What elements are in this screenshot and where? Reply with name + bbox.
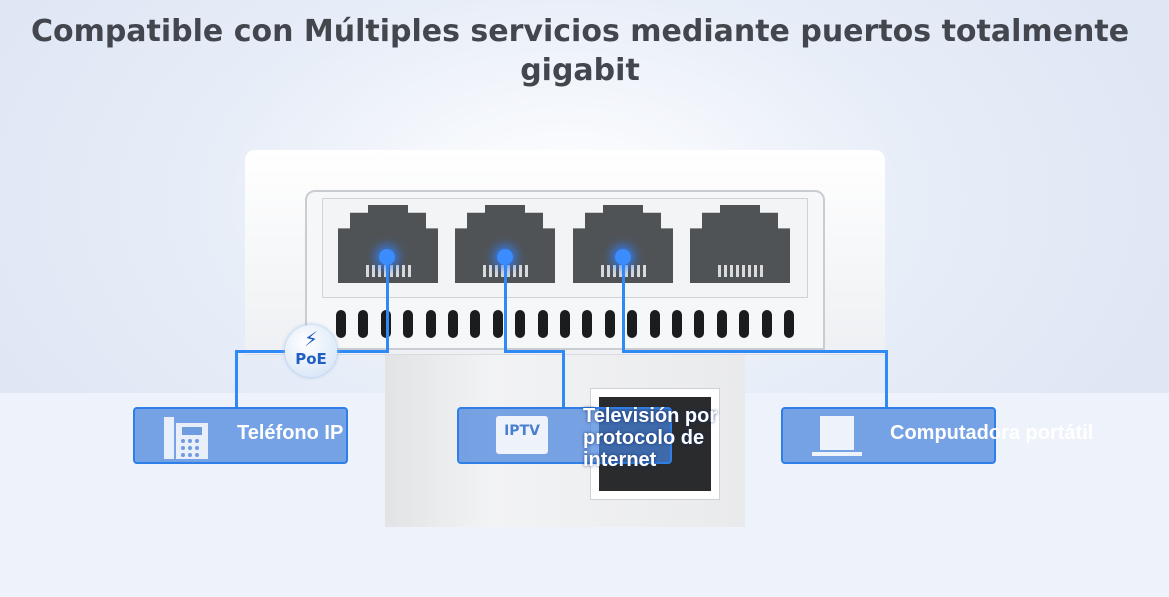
tv-icon: IPTV <box>496 416 548 454</box>
vent-slot <box>582 310 593 338</box>
poe-badge: ⚡ PoE <box>285 325 337 377</box>
service-label-iptv: Televisión por protocolo de internet <box>583 405 718 471</box>
line-laptop <box>885 350 888 408</box>
vent-slot <box>336 310 346 338</box>
vent-slot <box>448 310 458 338</box>
page-title: Compatible con Múltiples servicios media… <box>30 14 1130 88</box>
vent-slot <box>672 310 682 338</box>
port-indicator-2 <box>497 249 513 265</box>
vent-slot <box>380 310 391 338</box>
vent-slot <box>649 310 660 338</box>
line-port2-h <box>504 350 565 353</box>
port-indicator-3 <box>615 249 631 265</box>
ethernet-port-2 <box>455 205 555 283</box>
line-port3 <box>622 258 625 353</box>
vent-slot <box>403 310 414 338</box>
phone-icon <box>164 417 208 459</box>
lightning-icon: ⚡ <box>303 327 319 351</box>
port-indicator-1 <box>379 249 395 265</box>
line-port3-h <box>622 350 888 353</box>
vent-slot <box>492 310 503 338</box>
service-label-laptop: Computadora portátil <box>890 422 1094 444</box>
laptop-icon <box>812 416 862 456</box>
vent-slot <box>537 310 548 338</box>
ethernet-port-4 <box>690 205 790 283</box>
vent-slot <box>560 310 570 338</box>
line-phone <box>235 350 238 408</box>
vent-slot <box>739 310 750 338</box>
vent-slot <box>716 310 727 338</box>
vent-slot <box>604 310 615 338</box>
vent-slot <box>470 310 481 338</box>
vent-slot <box>515 310 526 338</box>
service-card-iptv <box>457 407 672 464</box>
line-iptv <box>562 350 565 408</box>
vent-slot <box>784 310 794 338</box>
line-port2 <box>504 258 507 353</box>
vent-slot <box>761 310 772 338</box>
vent-slot <box>627 310 638 338</box>
vent-slot <box>425 310 436 338</box>
service-label-phone: Teléfono IP <box>237 422 344 444</box>
vent-slot <box>694 310 705 338</box>
line-port1 <box>386 258 389 353</box>
vent-slot <box>358 310 369 338</box>
